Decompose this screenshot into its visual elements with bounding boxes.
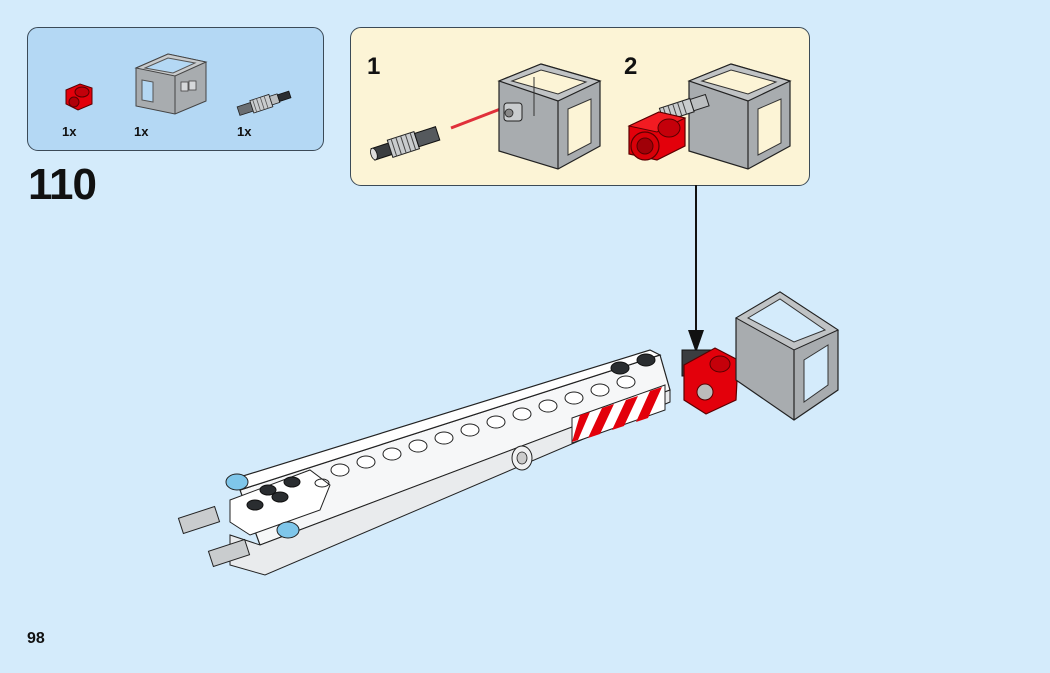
gray-frame-illustration bbox=[687, 63, 792, 170]
shock-pin-part-icon bbox=[236, 90, 292, 116]
studs bbox=[330, 375, 636, 477]
sub-step-number: 1 bbox=[367, 53, 381, 80]
part-quantity: 1x bbox=[237, 124, 252, 139]
parts-list-callout: 1x 1x 1x bbox=[27, 27, 324, 151]
red-connector-illustration bbox=[627, 111, 687, 161]
page-number: 98 bbox=[27, 630, 45, 647]
shock-pin-illustration bbox=[658, 93, 710, 123]
hazard-stripe-sticker bbox=[571, 384, 666, 444]
gray-frame-part-icon bbox=[134, 53, 208, 115]
gray-frame-illustration bbox=[497, 63, 602, 170]
sub-assembly-callout: 1 2 bbox=[350, 27, 810, 186]
part-quantity: 1x bbox=[62, 124, 77, 139]
callout-pointer-arrow-icon bbox=[688, 185, 704, 353]
part-quantity: 1x bbox=[134, 124, 149, 139]
white-beam bbox=[239, 354, 671, 546]
red-connector-part-icon bbox=[65, 83, 93, 111]
boom-assembly-illustration bbox=[177, 291, 840, 576]
trans-blue-stud bbox=[225, 473, 249, 491]
trans-blue-stud bbox=[276, 521, 300, 539]
sub-step-number: 2 bbox=[624, 53, 638, 80]
shock-pin-illustration bbox=[370, 126, 441, 161]
left-shock-pins bbox=[177, 505, 251, 568]
step-number: 110 bbox=[28, 160, 97, 209]
